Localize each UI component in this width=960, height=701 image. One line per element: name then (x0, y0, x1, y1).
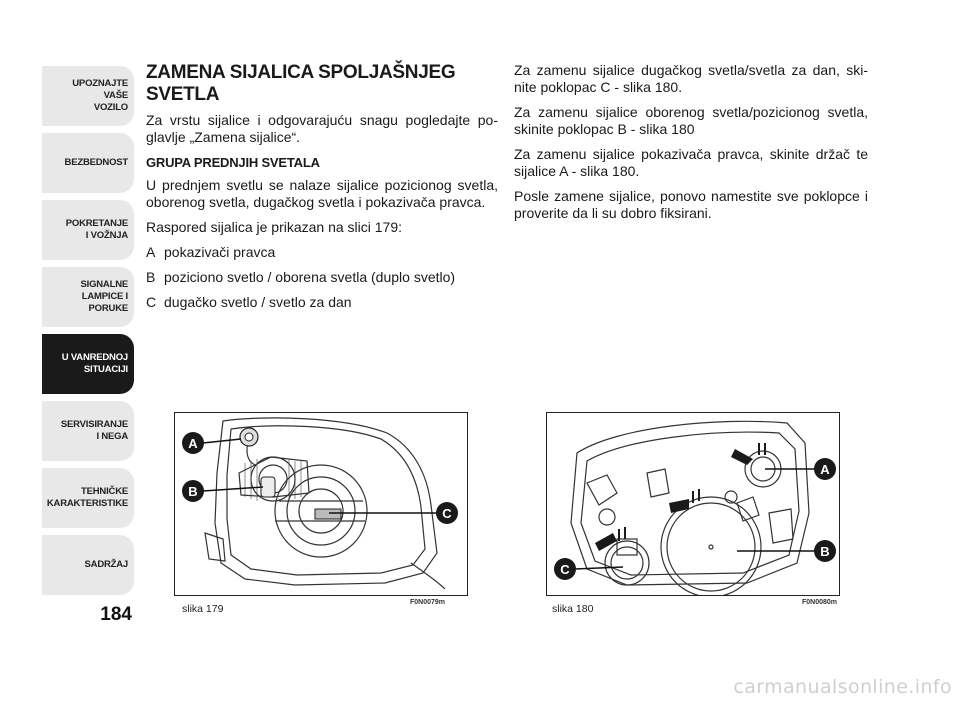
marker-a (182, 432, 204, 454)
marker-c (436, 502, 458, 524)
headlamp-rear-illustration: A B C (554, 420, 836, 595)
figure-179-code: F0N0079m (410, 599, 446, 606)
list-letter: B (146, 269, 156, 285)
list-item: A pokazivači pravca (146, 244, 498, 261)
tab-pokretanje-i-voznja[interactable]: POKRETANJE I VOŽNJA (42, 200, 134, 260)
paragraph: Za zamenu sijalice pokazivača pravca, sk… (514, 146, 868, 179)
marker-b-label: B (188, 484, 197, 499)
list-letter: C (146, 294, 157, 310)
list-item: C dugačko svetlo / svetlo za dan (146, 294, 498, 311)
marker-b-label: B (820, 544, 829, 559)
figure-179-caption: slika 179 (182, 603, 224, 615)
tab-signalne-lampice-i-poruke[interactable]: SIGNALNE LAMPICE I PORUKE (42, 267, 134, 327)
paragraph: Za zamenu sijalice dugačkog svetla/svetl… (514, 62, 868, 95)
marker-a-label: A (820, 462, 830, 477)
intro-paragraph: Za vrstu sijalice i odgovarajuću snagu p… (146, 112, 498, 145)
right-column: Za zamenu sijalice dugačkog svetla/svetl… (514, 62, 868, 230)
marker-c-label: C (442, 506, 452, 521)
list-text: poziciono svetlo / oborena svetla (duplo… (164, 269, 456, 285)
marker-b (182, 480, 204, 502)
marker-c (554, 558, 576, 580)
paragraph: U prednjem svetlu se nalaze sijalice poz… (146, 177, 498, 210)
tab-u-vanrednoj-situaciji[interactable]: U VANREDNOJ SITUACIJI (42, 334, 134, 394)
tab-bezbednost[interactable]: BEZBEDNOST (42, 133, 134, 193)
paragraph: Za zamenu sijalice oborenog svetla/pozic… (514, 104, 868, 137)
tab-tehnicke-karakteristike[interactable]: TEHNIČKE KARAKTERISTIKE (42, 468, 134, 528)
list-text: dugačko svetlo / svetlo za dan (164, 294, 352, 310)
paragraph: Posle zamene sijalice, ponovo namestite … (514, 188, 868, 221)
marker-a-label: A (188, 436, 198, 451)
marker-c-label: C (560, 562, 570, 577)
tab-upoznajte-vase-vozilo[interactable]: UPOZNAJTE VAŠE VOZILO (42, 66, 134, 126)
list-letter: A (146, 244, 156, 260)
figure-179: A B C (174, 412, 468, 596)
marker-b (814, 540, 836, 562)
figure-180-code: F0N0080m (802, 599, 838, 606)
tab-servisiranje-i-nega[interactable]: SERVISIRANJE I NEGA (42, 401, 134, 461)
watermark: carmanualsonline.info (733, 676, 952, 698)
tab-sadrzaj[interactable]: SADRŽAJ (42, 535, 134, 595)
figure-180-caption: slika 180 (552, 603, 594, 615)
figure-180: A B C (546, 412, 840, 596)
left-column: ZAMENA SIJALICA SPOLJAŠNJEG SVETLA Za vr… (146, 62, 498, 319)
list-text: pokazivači pravca (164, 244, 276, 260)
marker-a (814, 458, 836, 480)
list-item: B poziciono svetlo / oborena svetla (dup… (146, 269, 498, 286)
page-title: ZAMENA SIJALICA SPOLJAŠNJEG SVETLA (146, 62, 456, 105)
headlamp-front-illustration: A B C (182, 417, 458, 590)
paragraph: Raspored sijalica je prikazan na slici 1… (146, 219, 403, 235)
section-heading: GRUPA PREDNJIH SVETALA (146, 155, 320, 170)
page-number: 184 (100, 604, 132, 625)
